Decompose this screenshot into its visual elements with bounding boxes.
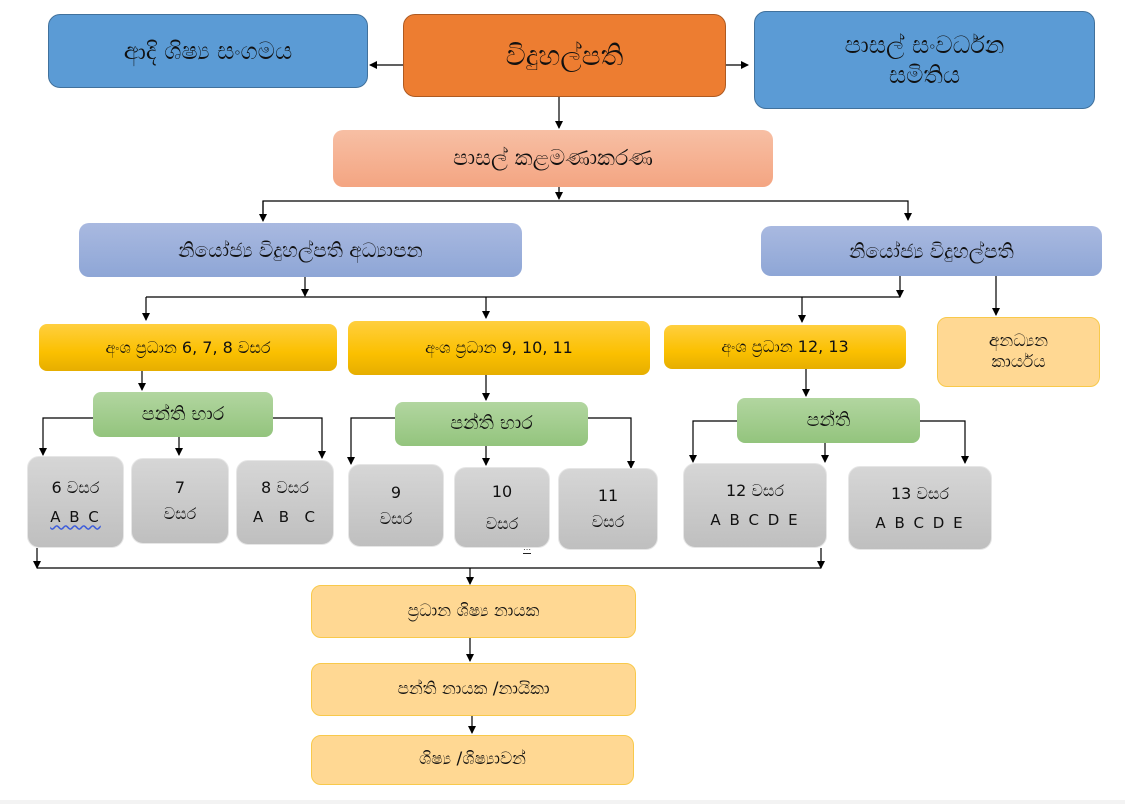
non-academic-label-line1: අනධ්‍යන xyxy=(988,330,1049,351)
section-head-9-11-label: අංශ ප්‍රධාන 9, 10, 11 xyxy=(425,338,573,357)
sdc-label-line2: සමිතිය xyxy=(888,61,961,89)
deputy-principal-education-label: නියෝජ්‍ය විදුහල්පති අධ්‍යාපන xyxy=(178,237,423,262)
page-bottom-edge xyxy=(0,800,1125,804)
principal-label: විදුහල්පති xyxy=(505,39,624,72)
connector-deputies-bus xyxy=(262,200,912,221)
school-management-label: පාසල් කළමණාකරණ xyxy=(453,145,653,171)
grade-7-label: 7 xyxy=(174,478,186,497)
grade-9-box: 9 වසර xyxy=(348,464,444,547)
class-monitor-label: පන්ති නායක /නායිකා xyxy=(397,678,550,699)
grade-12-classes: A B C D E xyxy=(710,511,800,530)
grade-11-sub: වසර xyxy=(591,512,625,531)
students-label: ශිෂ්‍ය /ශිෂ්‍යාවන් xyxy=(419,749,526,770)
class-teachers-9-11-box: පන්ති භාර xyxy=(395,402,588,446)
deputy-principal-label: නියෝජ්‍ය විදුහල්පති xyxy=(849,238,1014,263)
section-head-6-8-label: අංශ ප්‍රධාන 6, 7, 8 වසර xyxy=(105,337,271,357)
non-academic-label-line2: කාර්යය xyxy=(991,352,1046,372)
grade-13-classes: A B C D E xyxy=(875,513,965,532)
old-students-association-label: ආදි ශිෂ්‍ය සංගමය xyxy=(123,37,293,65)
grade-10-box: 10 වසර xyxy=(454,467,550,548)
students-box: ශිෂ්‍ය /ශිෂ්‍යාවන් xyxy=(311,735,634,785)
head-prefect-box: ප්‍රධාන ශිෂ්‍ය නායක xyxy=(311,585,636,638)
section-head-12-13-label: අංශ ප්‍රධාන 12, 13 xyxy=(721,337,849,356)
deputy-principal-box: නියෝජ්‍ය විදුහල්පති xyxy=(761,226,1102,276)
deputy-principal-education-box: නියෝජ්‍ය විදුහල්පති අධ්‍යාපන xyxy=(79,223,522,277)
grade-8-classes: A B C xyxy=(252,508,318,527)
grade-9-sub: වසර xyxy=(379,508,413,528)
grade-8-box: 8 වසර A B C xyxy=(236,460,334,545)
head-prefect-label: ප්‍රධාන ශිෂ්‍ය නායක xyxy=(407,600,540,621)
principal-box: විදුහල්පති xyxy=(403,14,726,97)
section-head-6-8-box: අංශ ප්‍රධාන 6, 7, 8 වසර xyxy=(39,324,337,371)
school-development-committee-box: පාසල් සංවර්ධන සමිතිය xyxy=(754,11,1095,109)
class-teachers-6-8-box: පන්ති භාර xyxy=(93,392,273,437)
old-students-association-box: ආදි ශිෂ්‍ය සංගමය xyxy=(48,14,368,88)
non-academic-staff-box: අනධ්‍යන කාර්යය xyxy=(937,317,1100,387)
grade-7-box: 7 වසර xyxy=(131,458,229,544)
class-monitor-box: පන්ති නායක /නායිකා xyxy=(311,663,636,716)
section-head-9-11-box: අංශ ප්‍රධාන 9, 10, 11 xyxy=(348,321,650,375)
grade-13-label: 13 වසර xyxy=(890,483,950,503)
grade-6-box: 6 වසර A B C xyxy=(27,456,124,548)
sdc-label-line1: පාසල් සංවර්ධන xyxy=(844,31,1005,59)
grade-11-label: 11 xyxy=(597,486,619,505)
grade-10-sub: වසර xyxy=(485,513,519,533)
grade-12-label: 12 වසර xyxy=(725,481,785,501)
classes-12-13-box: පන්ති xyxy=(737,398,920,443)
section-head-12-13-box: අංශ ප්‍රධාන 12, 13 xyxy=(664,325,906,369)
school-management-box: පාසල් කළමණාකරණ xyxy=(333,130,773,187)
class-teachers-6-8-label: පන්ති භාර xyxy=(141,402,225,425)
grade-10-label: 10 xyxy=(491,481,513,501)
grade-6-label: 6 වසර xyxy=(51,477,100,497)
grade-12-box: 12 වසර A B C D E xyxy=(683,463,827,548)
grade-11-box: 11 වසර xyxy=(558,468,658,550)
grade-13-box: 13 වසර A B C D E xyxy=(848,466,992,550)
class-teachers-9-11-label: පන්ති භාර xyxy=(450,412,533,435)
grade-7-sub: වසර xyxy=(163,504,197,523)
classes-12-13-label: පන්ති xyxy=(806,408,851,431)
grade-8-label: 8 වසර xyxy=(261,478,309,498)
grade-9-label: 9 xyxy=(390,482,402,502)
stray-mark: ⋯ xyxy=(523,545,531,554)
grade-6-classes: A B C xyxy=(50,507,101,526)
